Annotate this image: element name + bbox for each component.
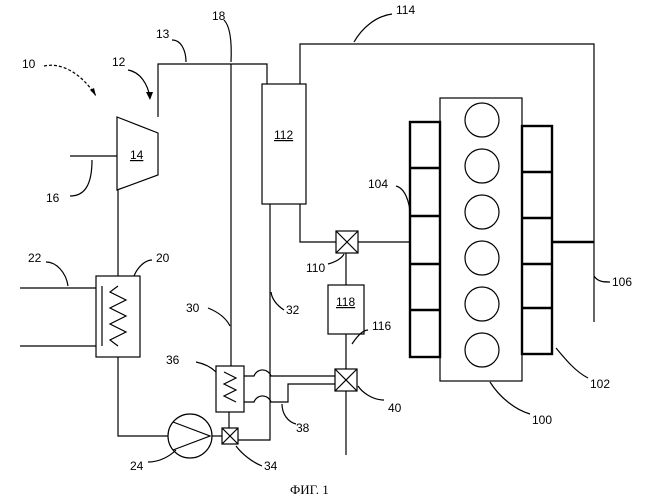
pipe-38 (244, 370, 335, 402)
label-14: 14 (130, 148, 144, 162)
label-16: 16 (46, 191, 60, 205)
manifold-102 (522, 126, 552, 354)
label-24: 24 (130, 459, 144, 473)
label-106: 106 (612, 275, 632, 289)
label-34: 34 (264, 459, 278, 473)
cylinder-3 (465, 195, 499, 229)
cylinder-1 (465, 103, 499, 137)
label-102: 102 (590, 377, 610, 391)
label-40: 40 (388, 401, 402, 415)
heat-exchanger-36 (216, 366, 244, 412)
label-22: 22 (28, 251, 42, 265)
valve-40 (335, 369, 357, 391)
engine-100 (410, 98, 552, 381)
label-12: 12 (112, 55, 126, 69)
figure-caption: ФИГ. 1 (290, 482, 329, 497)
pipe-20-to-pump (118, 357, 168, 436)
component-112 (262, 84, 306, 204)
label-100: 100 (532, 413, 552, 427)
leader-lines (44, 14, 610, 466)
valve-110 (336, 231, 358, 253)
cylinder-2 (465, 149, 499, 183)
label-13: 13 (156, 27, 170, 41)
manifold-104 (410, 122, 440, 357)
label-32: 32 (286, 303, 300, 317)
label-30: 30 (186, 301, 200, 315)
label-36: 36 (166, 353, 180, 367)
component-118 (328, 285, 364, 334)
valve-34 (222, 428, 238, 444)
cylinder-6 (465, 333, 499, 367)
label-114: 114 (396, 3, 415, 17)
label-10: 10 (22, 57, 36, 71)
label-38: 38 (296, 421, 310, 435)
label-116: 116 (372, 319, 391, 333)
label-112: 112 (274, 128, 293, 142)
label-118: 118 (336, 295, 355, 309)
label-18: 18 (212, 9, 226, 23)
reference-labels: 10 12 13 14 16 18 20 22 24 30 32 34 36 3… (22, 3, 632, 473)
pipe-compressor-outlet (158, 64, 267, 117)
cylinder-5 (465, 287, 499, 321)
label-104: 104 (368, 177, 388, 191)
label-110: 110 (306, 261, 325, 275)
pipe-112-to-110 (300, 204, 336, 242)
cylinder-4 (465, 241, 499, 275)
label-20: 20 (156, 251, 170, 265)
